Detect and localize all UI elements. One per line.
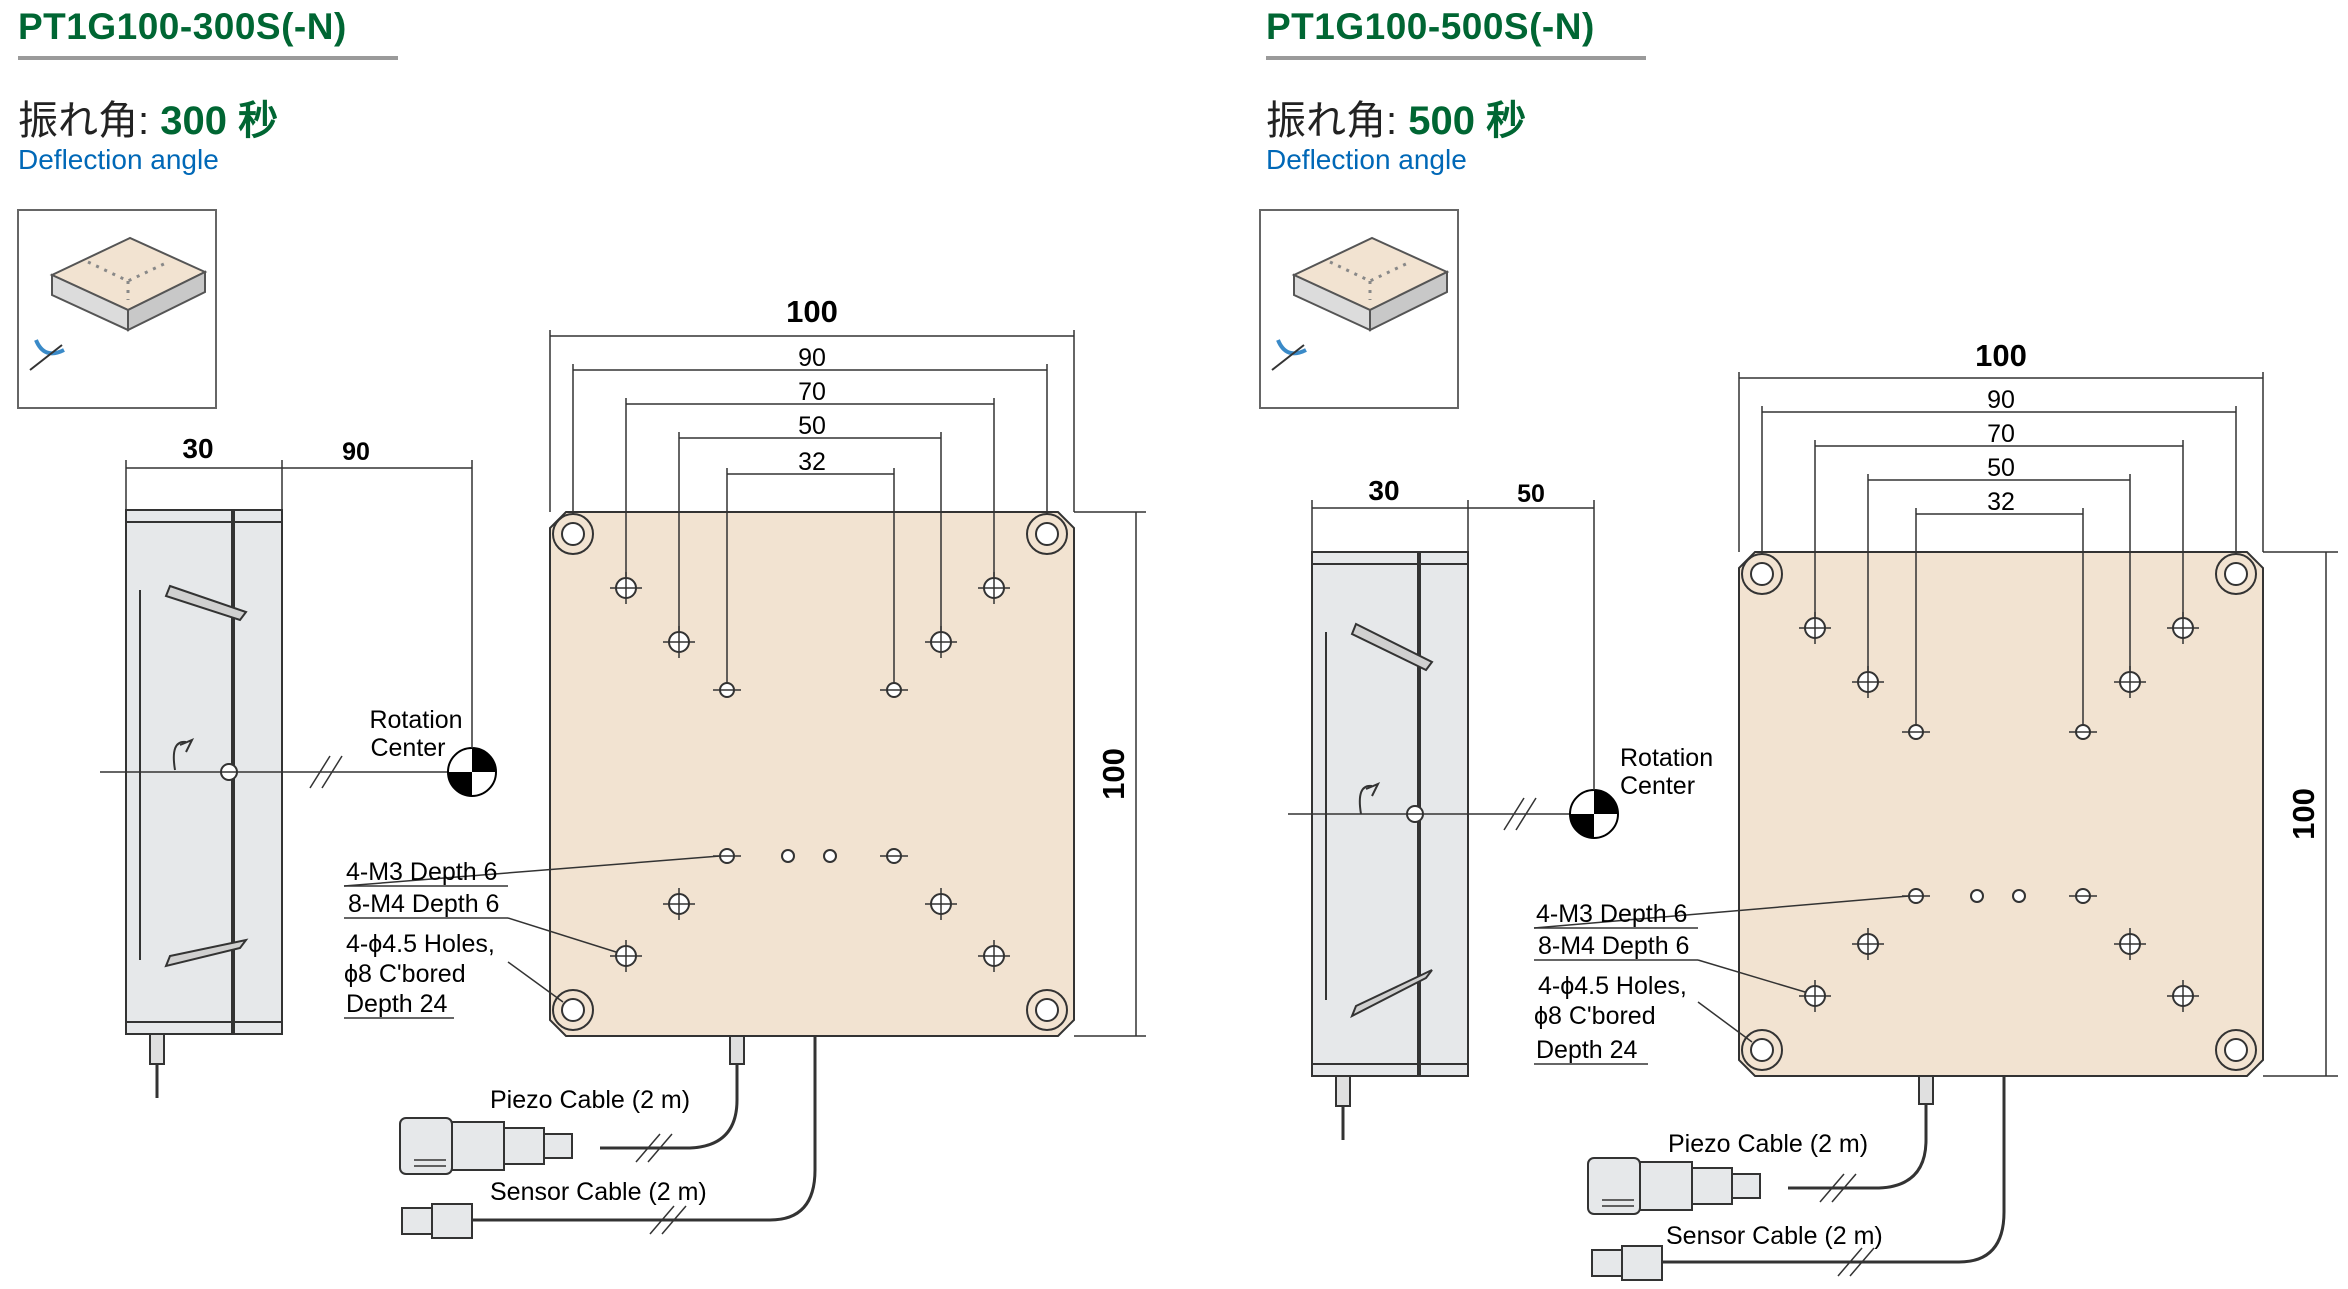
- model-title: PT1G100-500S(-N): [1266, 6, 1595, 47]
- dim-top-90: 90: [798, 344, 826, 372]
- top-view: 100 90 70 50 32 100: [343, 294, 1146, 1239]
- dim-top-70: 70: [1987, 420, 2015, 448]
- panel-500s: PT1G100-500S(-N) 振れ角: 500 秒 Deflection a…: [1248, 0, 2348, 1289]
- stage-thumbnail: [1259, 209, 1459, 409]
- dim-top-50: 50: [1987, 454, 2015, 482]
- panel-300s: PT1G100-300S(-N) 振れ角: 300 秒 Deflection a…: [17, 6, 1146, 1239]
- top-view: 100 90 70 50 32 100: [1533, 338, 2338, 1281]
- rotation-label-line2: Center: [370, 734, 445, 762]
- dim-height: 100: [1096, 748, 1131, 800]
- sensor-connector-icon: [1591, 1249, 1623, 1277]
- label-m3: 4-M3 Depth 6: [1536, 900, 1687, 928]
- label-holes-2: ϕ8 C'bored: [1534, 1002, 1656, 1030]
- label-holes-2: ϕ8 C'bored: [344, 960, 466, 988]
- dim-top-90: 90: [1987, 386, 2015, 414]
- title-underline: [1266, 56, 1646, 60]
- title-underline: [18, 56, 398, 60]
- label-sensor-cable: Sensor Cable (2 m): [1666, 1222, 1883, 1250]
- dim-height: 100: [2286, 788, 2321, 840]
- label-holes-1: 4-ϕ4.5 Holes,: [1538, 972, 1687, 1000]
- technical-drawing: 30 90 Rotation Center 100 90 70 50: [17, 209, 1146, 1239]
- label-piezo-cable: Piezo Cable (2 m): [490, 1086, 690, 1114]
- sensor-connector-icon: [401, 1207, 433, 1235]
- label-sensor-cable: Sensor Cable (2 m): [490, 1178, 707, 1206]
- label-holes-1: 4-ϕ4.5 Holes,: [346, 930, 495, 958]
- curved-arrow-icon: [1365, 782, 1381, 797]
- dim-top-32: 32: [1987, 488, 2015, 516]
- label-holes-3: Depth 24: [346, 990, 448, 1018]
- deflection-angle-en: Deflection angle: [18, 144, 219, 175]
- deflection-angle-jp: 振れ角: 300 秒: [18, 88, 278, 146]
- rotation-arrow-icon: [1276, 339, 1307, 356]
- dim-side-width: 30: [182, 433, 213, 464]
- label-m4: 8-M4 Depth 6: [348, 890, 499, 918]
- model-title: PT1G100-300S(-N): [18, 6, 347, 47]
- dim-top-70: 70: [798, 378, 826, 406]
- rotation-label-line1: Rotation: [1620, 744, 1713, 772]
- side-view: 30 50 Rotation Center: [1288, 475, 1713, 1140]
- rotation-arrow-icon: [34, 339, 65, 356]
- rotation-label-line1: Rotation: [369, 706, 462, 734]
- dim-top-total: 100: [1975, 338, 2027, 373]
- side-view: 30 90 Rotation Center: [100, 433, 497, 1098]
- stage-thumbnail: [17, 209, 217, 409]
- technical-drawing: 30 50 Rotation Center 100 90 70 50: [1259, 209, 2338, 1281]
- dim-top-32: 32: [798, 448, 826, 476]
- dim-top-50: 50: [798, 412, 826, 440]
- rotation-center-symbol: [1570, 814, 1594, 838]
- label-m3: 4-M3 Depth 6: [346, 858, 497, 886]
- angle-jp-label: 振れ角:: [18, 99, 150, 143]
- deflection-angle-jp: 振れ角: 500 秒: [1266, 88, 1526, 146]
- rotation-label-line2: Center: [1620, 772, 1695, 800]
- rotation-center-symbol: [448, 772, 472, 796]
- angle-value: 300 秒: [160, 99, 279, 143]
- angle-value: 500 秒: [1408, 99, 1527, 143]
- dim-rotation-offset: 50: [1517, 480, 1545, 508]
- dim-rotation-offset: 90: [342, 438, 370, 466]
- curved-arrow-icon: [179, 738, 195, 753]
- dim-top-total: 100: [786, 294, 838, 329]
- label-holes-3: Depth 24: [1536, 1036, 1638, 1064]
- label-m4: 8-M4 Depth 6: [1538, 932, 1689, 960]
- label-piezo-cable: Piezo Cable (2 m): [1668, 1130, 1868, 1158]
- dim-side-width: 30: [1368, 475, 1399, 506]
- deflection-angle-en: Deflection angle: [1266, 144, 1467, 175]
- angle-jp-label: 振れ角:: [1266, 99, 1398, 143]
